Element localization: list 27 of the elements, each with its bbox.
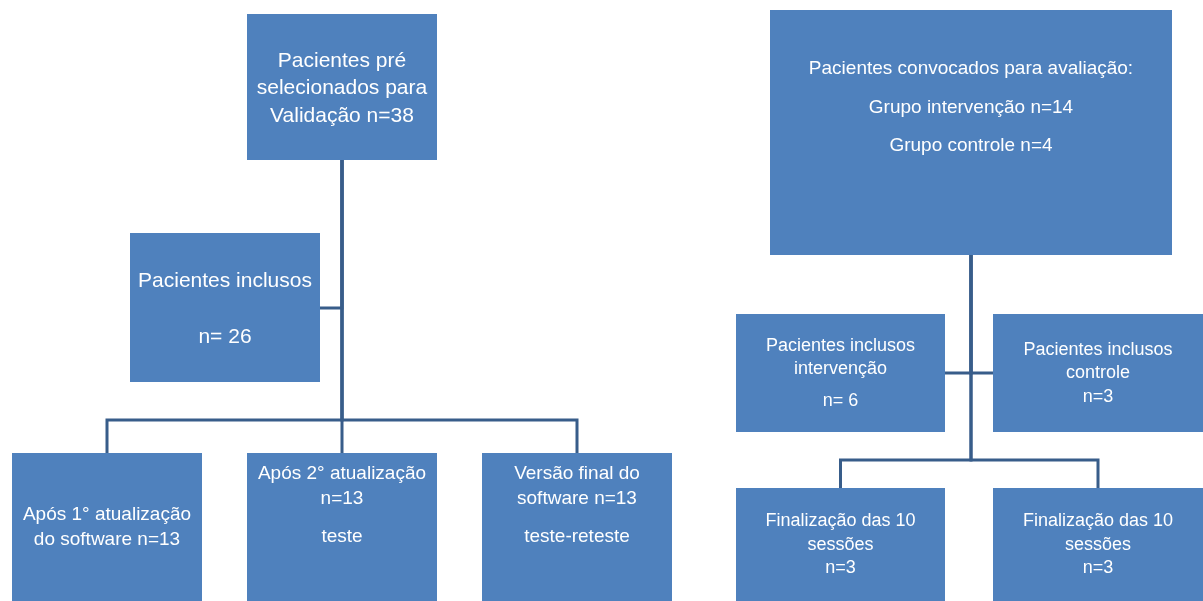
process-box: [770, 10, 1172, 255]
box-text: n=3: [825, 556, 856, 580]
process-box: [993, 488, 1203, 601]
process-box: [736, 488, 945, 601]
box-text: teste: [321, 524, 363, 549]
box-text: Pacientes inclusos intervenção: [764, 333, 917, 381]
process-box: [247, 14, 437, 160]
box-text: Pacientes pré selecionados para Validação n=38: [255, 47, 429, 128]
process-box: [736, 314, 945, 432]
box-text: n= 26: [198, 322, 252, 349]
box-text: teste-reteste: [524, 524, 630, 549]
process-box: [482, 453, 672, 601]
box-text: Pacientes convocados para avaliação:: [808, 56, 1134, 80]
box-text: n=3: [1082, 384, 1114, 408]
process-box: [130, 233, 320, 382]
box-text: n= 6: [822, 388, 859, 412]
box-text: Após 2° atualização n=13: [256, 461, 428, 510]
box-text: Versão final do software n=13: [513, 461, 641, 510]
box-text: Grupo controle n=4: [889, 133, 1053, 158]
connector-line: [340, 160, 579, 453]
box-text: n=3: [1082, 556, 1114, 580]
box-text: Pacientes inclusos: [138, 267, 312, 294]
box-text: Após 1° atualização do software n=13: [21, 502, 193, 551]
process-box: [247, 453, 437, 601]
box-text: Grupo intervenção n=14: [868, 94, 1074, 119]
process-box: [993, 314, 1203, 432]
process-box: [12, 453, 202, 601]
